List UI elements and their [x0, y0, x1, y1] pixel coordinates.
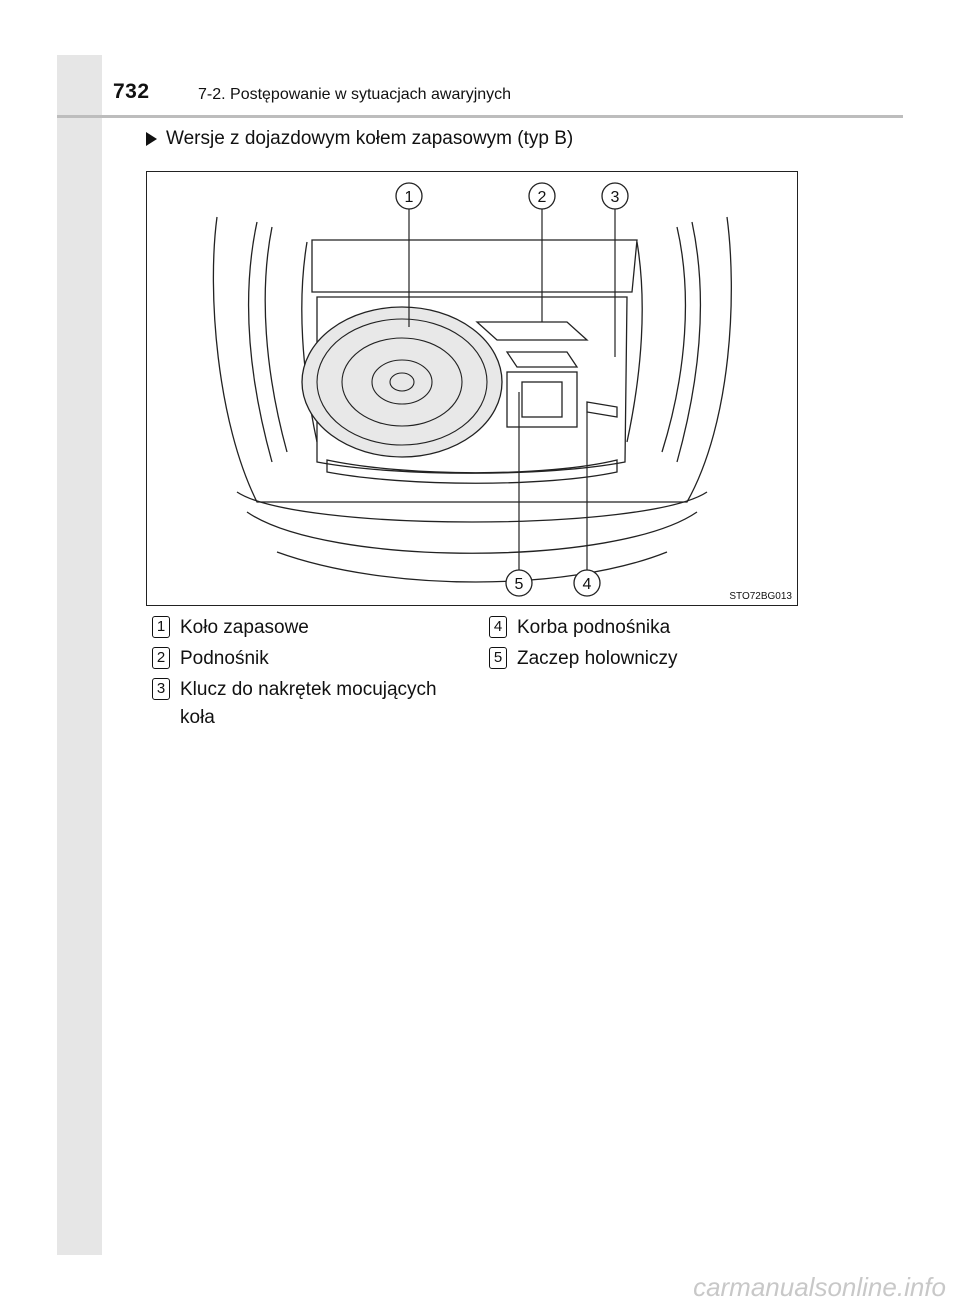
- legend-number: 4: [489, 616, 507, 638]
- section-title: 7-2. Postępowanie w sytuacjach awaryjnyc…: [198, 86, 512, 103]
- legend-number: 5: [489, 647, 507, 669]
- trunk-illustration: 1 2 3 4 5 STO72BG013: [146, 171, 798, 606]
- legend-number: 3: [152, 678, 170, 700]
- callout-5: 5: [515, 576, 524, 593]
- legend-item-jack-handle: 4 Korba podnośnika: [489, 614, 807, 642]
- legend-label: Podnośnik: [180, 648, 269, 669]
- header-rule: [57, 115, 903, 118]
- page-number: 732: [113, 80, 150, 103]
- callout-1: 1: [405, 189, 414, 206]
- legend-item-spare-wheel: 1 Koło zapasowe: [152, 614, 470, 642]
- callout-4: 4: [583, 576, 592, 593]
- legend-item-lug-wrench: 3 Klucz do nakrętek mocujących koła: [152, 676, 470, 732]
- legend-item-jack: 2 Podnośnik: [152, 645, 470, 673]
- legend-label: Koło zapasowe: [180, 617, 309, 638]
- legend-number: 2: [152, 647, 170, 669]
- legend-label: Klucz do nakrętek mocujących koła: [180, 679, 437, 728]
- callout-3: 3: [611, 189, 620, 206]
- legend-item-towing-eyelet: 5 Zaczep holowniczy: [489, 645, 807, 673]
- trunk-drawing: 1 2 3 4 5: [212, 182, 732, 597]
- subheading: Wersje z dojazdowym kołem zapasowym (typ…: [146, 128, 573, 150]
- page-side-band: [57, 55, 102, 1255]
- triangle-bullet-icon: [146, 132, 157, 146]
- legend-label: Korba podnośnika: [517, 617, 671, 638]
- watermark: carmanualsonline.info: [693, 1272, 946, 1302]
- legend-label: Zaczep holowniczy: [517, 648, 678, 669]
- subheading-text: Wersje z dojazdowym kołem zapasowym (typ…: [166, 128, 574, 149]
- legend-number: 1: [152, 616, 170, 638]
- figure-code: STO72BG013: [729, 591, 792, 602]
- callout-2: 2: [538, 189, 547, 206]
